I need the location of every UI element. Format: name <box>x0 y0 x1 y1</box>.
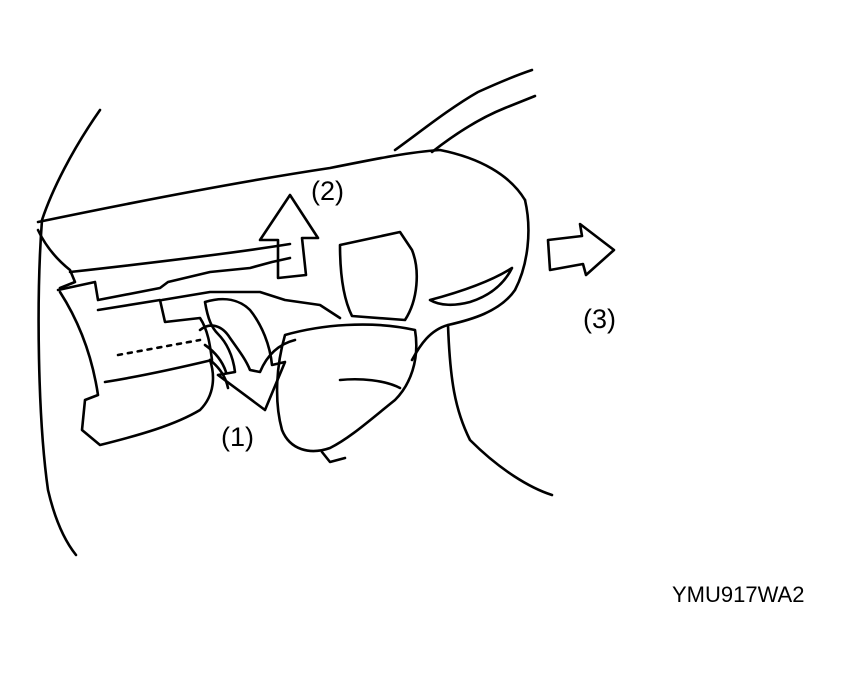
a-pillar-outline <box>37 108 102 557</box>
lower-cover-face <box>58 290 215 447</box>
cover-edge-detail <box>160 290 342 320</box>
windshield-inner-edge <box>430 94 537 154</box>
console-vent-slot <box>428 266 514 307</box>
windshield-lower-edge <box>393 68 534 152</box>
callout-step-2: (2) <box>311 176 344 206</box>
steering-column-shroud <box>275 323 418 453</box>
dashboard-right-curve <box>410 198 530 362</box>
arrow-2-up <box>258 193 320 280</box>
lower-cover-panel <box>56 256 292 302</box>
cover-hatch-line <box>116 338 202 357</box>
callout-step-3: (3) <box>583 304 616 334</box>
arrow-3-right <box>546 222 616 277</box>
center-opening <box>338 230 418 322</box>
callout-step-1: (1) <box>221 422 254 452</box>
figure-code-label: YMU917WA2 <box>672 582 805 607</box>
shroud-lower-trim <box>338 377 402 390</box>
shroud-bottom <box>320 450 347 464</box>
dashboard-lower-face <box>68 242 292 274</box>
console-right-edge <box>446 323 554 497</box>
arrow-1-down <box>203 297 287 412</box>
dashboard-front-lip <box>36 228 77 290</box>
dashboard-top-surface <box>36 148 527 224</box>
clip-component-detail <box>203 343 230 390</box>
lower-cover-inner <box>96 298 214 384</box>
